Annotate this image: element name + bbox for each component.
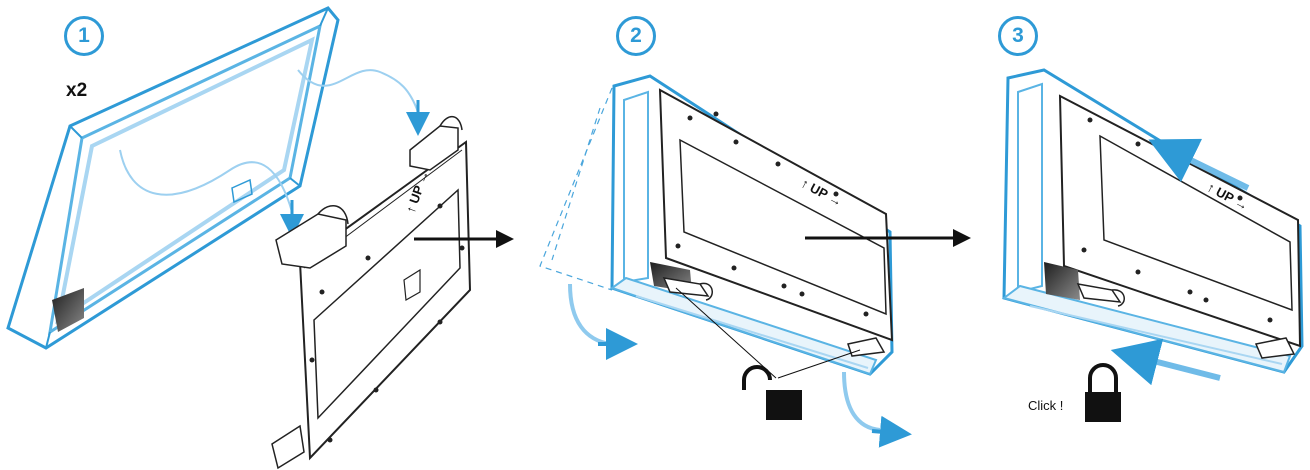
step-number: 2: [630, 24, 642, 47]
quantity-label: x2: [66, 80, 88, 101]
step-2-illustration: ↑ UP →: [539, 74, 912, 448]
slide-left-arrow-icon: [1110, 338, 1221, 386]
hook-patch: [52, 288, 84, 332]
hook-patch: [1044, 262, 1080, 300]
step-1-badge: 1: [64, 16, 104, 56]
curved-arrow-icon: [871, 415, 912, 448]
step-2-badge: 2: [616, 16, 656, 56]
lock-icon: [1085, 363, 1121, 422]
mounting-plate: ↑ UP →: [271, 116, 472, 470]
step-3-badge: 3: [998, 16, 1038, 56]
click-label: Click !: [1028, 398, 1064, 413]
unlock-icon: [742, 365, 802, 420]
slide-up-arrow-icon: [1148, 138, 1250, 191]
step-number: 3: [1012, 24, 1024, 47]
step-3-illustration: ↑ UP →: [1001, 68, 1304, 422]
step-number: 1: [78, 24, 90, 47]
frame-profile: [6, 6, 340, 350]
step-1-illustration: ↑ UP →: [6, 6, 472, 470]
